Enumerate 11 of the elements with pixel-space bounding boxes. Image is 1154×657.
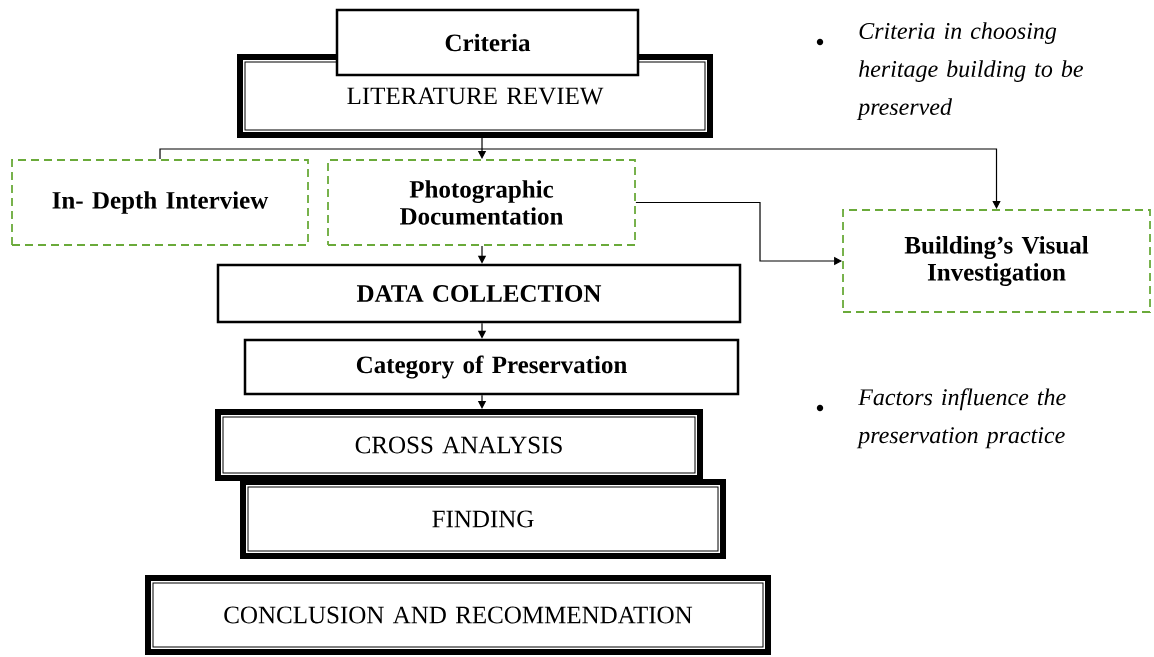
double-framed-box: FINDING xyxy=(240,479,726,559)
process-box: Category of Preservation xyxy=(243,338,740,396)
dashed-box: In- Depth Interview xyxy=(11,159,309,246)
process-box: Criteria xyxy=(335,8,640,77)
note-text: Criteria in choosing heritage building to be preserved xyxy=(856,22,1083,120)
dashed-box: Building’s Visual Investigation xyxy=(842,209,1151,313)
double-framed-box: CROSS ANALYSIS xyxy=(215,409,703,481)
note-text: Factors influence the preservation practice xyxy=(856,388,1066,449)
double-framed-box: CONCLUSION AND RECOMMENDATION xyxy=(145,575,771,655)
process-box: DATA COLLECTION xyxy=(216,263,742,324)
dashed-box: Photographic Documentation xyxy=(327,159,636,246)
